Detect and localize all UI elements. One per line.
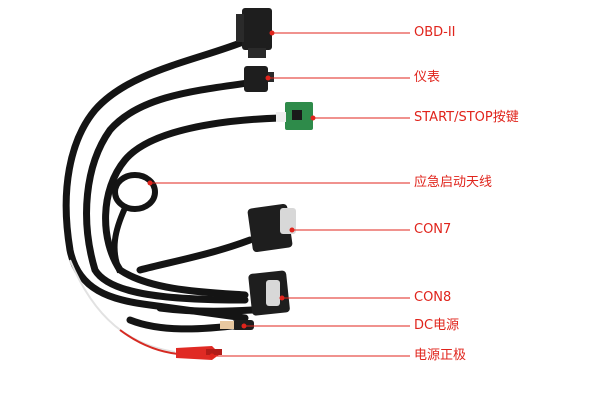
leader-lines xyxy=(150,32,410,357)
cable-startstop xyxy=(102,114,284,299)
label-dc: DC电源 xyxy=(414,318,460,333)
label-con7: CON7 xyxy=(414,222,452,237)
dash-connector xyxy=(244,66,274,92)
cable-obd xyxy=(62,36,252,322)
startstop-pcb xyxy=(276,102,313,130)
label-obd: OBD-II xyxy=(414,25,456,40)
cable-dash xyxy=(83,78,259,304)
white-wire xyxy=(69,259,176,353)
con7-connector xyxy=(247,203,296,253)
antenna-cable xyxy=(111,206,128,274)
red-wire xyxy=(119,329,179,355)
con8-connector xyxy=(248,270,290,316)
leader-dots xyxy=(147,30,316,359)
cable-con8 xyxy=(156,304,256,315)
label-startstop: START/STOP按键 xyxy=(414,110,519,125)
obd-connector xyxy=(236,8,272,58)
label-con8: CON8 xyxy=(414,290,452,305)
label-antenna: 应急启动天线 xyxy=(414,175,493,190)
antenna-loop xyxy=(112,172,158,212)
red-clip xyxy=(176,346,222,360)
dc-connector xyxy=(220,320,254,330)
label-positive: 电源正极 xyxy=(414,348,467,363)
label-dash: 仪表 xyxy=(414,70,441,85)
cable-con7 xyxy=(136,236,254,274)
